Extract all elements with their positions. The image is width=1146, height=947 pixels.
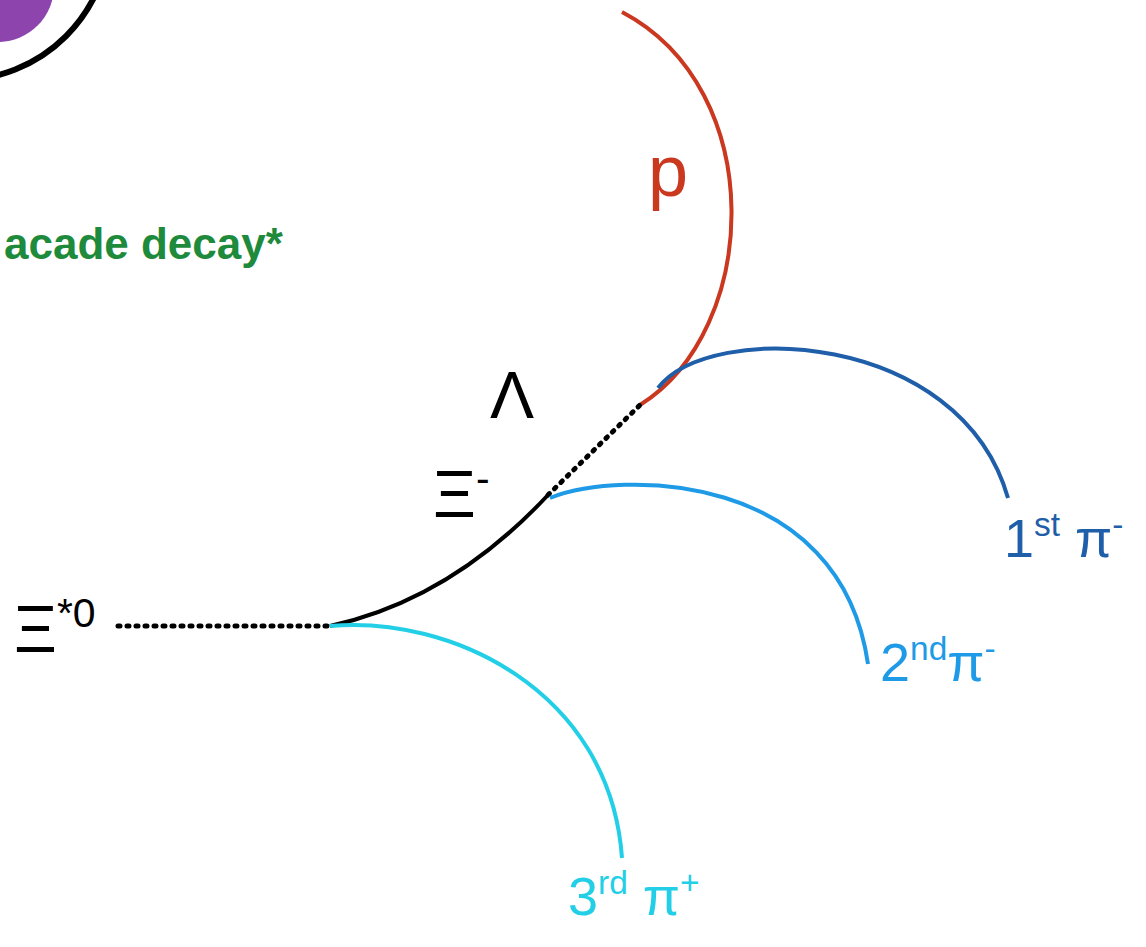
- purple-disc: [0, 0, 54, 42]
- particle-label: 3rd π+: [568, 866, 700, 923]
- particle-label: Ξ*0: [14, 593, 96, 662]
- particle-label: p: [648, 135, 688, 207]
- heading-text: acade decay*: [4, 222, 283, 266]
- xi-star-track: [118, 624, 328, 629]
- particle-label: Λ: [490, 362, 534, 428]
- pion-track: [658, 349, 1008, 498]
- outer-ring: [0, 0, 110, 80]
- pion-track: [550, 485, 868, 664]
- particle-label: Ξ-: [433, 458, 490, 527]
- particle-label: 1st π-: [1004, 508, 1124, 565]
- lambda-track: [548, 405, 640, 495]
- particle-label: 2ndπ-: [880, 632, 996, 689]
- pion-track: [330, 625, 622, 858]
- proton-track: [622, 12, 732, 405]
